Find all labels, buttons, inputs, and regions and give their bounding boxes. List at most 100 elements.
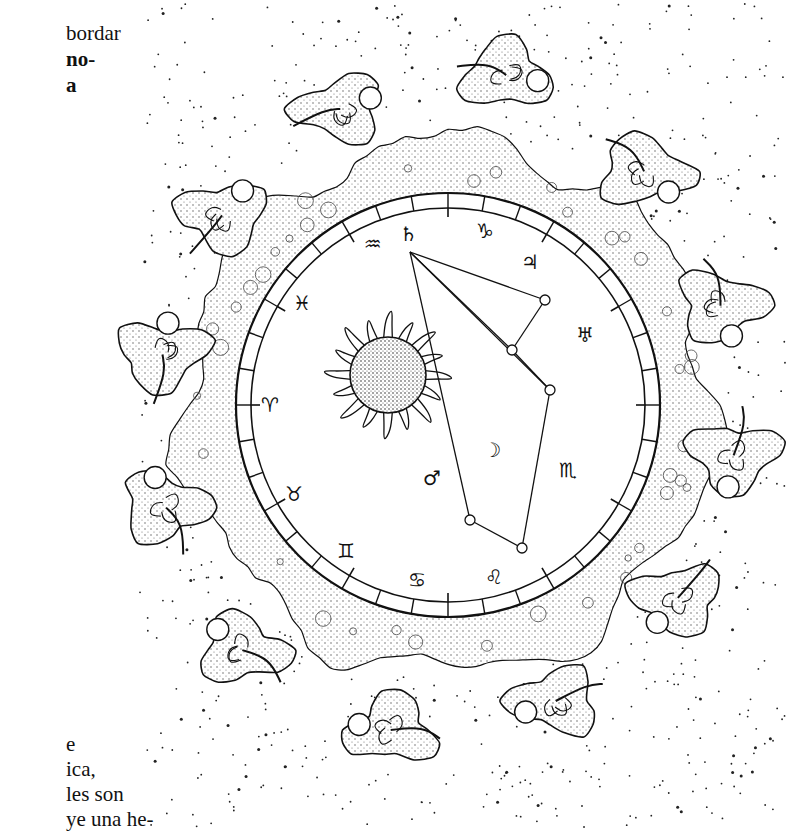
house-tick (447, 208, 449, 217)
star-dot (673, 673, 675, 675)
creature-tail (391, 728, 440, 738)
star-dot (411, 66, 414, 69)
zodiac-glyph: ♋ (408, 569, 426, 591)
star-dot (533, 49, 535, 51)
star-dot (635, 817, 637, 819)
star-dot (541, 803, 543, 805)
star-dot (147, 617, 149, 619)
star-dot (193, 579, 195, 581)
star-dot (776, 708, 778, 710)
creature-body (201, 609, 296, 683)
star-dot (436, 36, 438, 38)
wheel-tick (547, 221, 555, 234)
aspect-point (465, 515, 475, 525)
star-dot (212, 18, 214, 20)
wheel-tick (599, 269, 610, 279)
star-dot (162, 747, 164, 749)
star-dot (752, 396, 754, 398)
star-dot (202, 127, 204, 129)
cloud-swirl (468, 175, 481, 188)
star-dot (668, 5, 671, 8)
star-dot (588, 22, 590, 24)
star-dot (170, 231, 172, 233)
text-fragment: no- (66, 48, 95, 71)
star-dot (744, 3, 746, 5)
star-dot (259, 681, 262, 684)
star-dot (647, 91, 649, 93)
star-dot (279, 631, 281, 633)
star-dot (649, 28, 651, 30)
star-dot (429, 802, 431, 804)
star-dot (153, 210, 155, 212)
star-dot (162, 600, 164, 602)
creature-tail (678, 560, 710, 598)
star-dot (773, 221, 776, 224)
star-dot (224, 170, 226, 172)
star-dot (666, 10, 668, 12)
star-dot (729, 650, 731, 652)
star-dot (654, 786, 656, 788)
wheel-tick (312, 243, 322, 254)
star-dot (466, 39, 468, 41)
star-dot (154, 66, 156, 68)
star-dot (264, 733, 267, 736)
star-dot (285, 766, 287, 768)
star-dot (659, 784, 661, 786)
house-tick (350, 568, 355, 576)
wheel-tick (515, 590, 520, 604)
star-dot (726, 76, 728, 78)
star-dot (704, 761, 706, 763)
star-dot (682, 673, 684, 675)
star-dot (160, 440, 162, 442)
creature-tail (606, 139, 644, 171)
star-dot (774, 144, 776, 146)
star-dot (530, 141, 532, 143)
star-dot (603, 763, 605, 765)
star-dot (626, 824, 628, 826)
creature-head (717, 476, 739, 498)
star-dot (662, 780, 664, 782)
star-dot (589, 56, 592, 59)
star-dot (755, 728, 757, 730)
star-dot (325, 756, 327, 758)
star-dot (180, 119, 182, 121)
creature-body (284, 73, 378, 145)
star-dot (192, 537, 194, 539)
star-dot (668, 792, 670, 794)
star-dot (550, 765, 553, 768)
star-dot (187, 662, 189, 664)
star-dot (590, 73, 592, 75)
star-dot (385, 106, 387, 108)
wheel-ticks (236, 193, 660, 617)
star-dot (264, 703, 266, 705)
star-dot (617, 662, 619, 664)
star-dot (497, 696, 499, 698)
star-dot (739, 713, 741, 715)
star-dot (757, 341, 759, 343)
star-dot (182, 142, 184, 144)
star-dot (723, 182, 725, 184)
star-dot (347, 716, 349, 718)
star-dot (301, 656, 303, 658)
star-dot (210, 561, 212, 563)
star-dot (740, 775, 743, 778)
cloud-swirl (675, 364, 684, 373)
cloud-swirl (547, 182, 557, 192)
star-dot (233, 806, 235, 808)
creature-curl (509, 65, 520, 80)
star-dot (313, 84, 315, 86)
star-dot (590, 776, 592, 778)
wheel-tick (375, 590, 380, 604)
star-dot (747, 427, 749, 429)
creature-curl (706, 302, 717, 317)
zodiac-glyph: ♑ (476, 220, 494, 242)
star-dot (689, 65, 691, 67)
star-dot (579, 122, 581, 124)
cloud-swirl (321, 202, 337, 218)
star-dot (156, 637, 158, 639)
star-dot (654, 681, 656, 683)
star-dot (404, 72, 406, 74)
star-dot (504, 775, 506, 777)
star-dot (728, 392, 730, 394)
wheel-tick (633, 472, 647, 477)
